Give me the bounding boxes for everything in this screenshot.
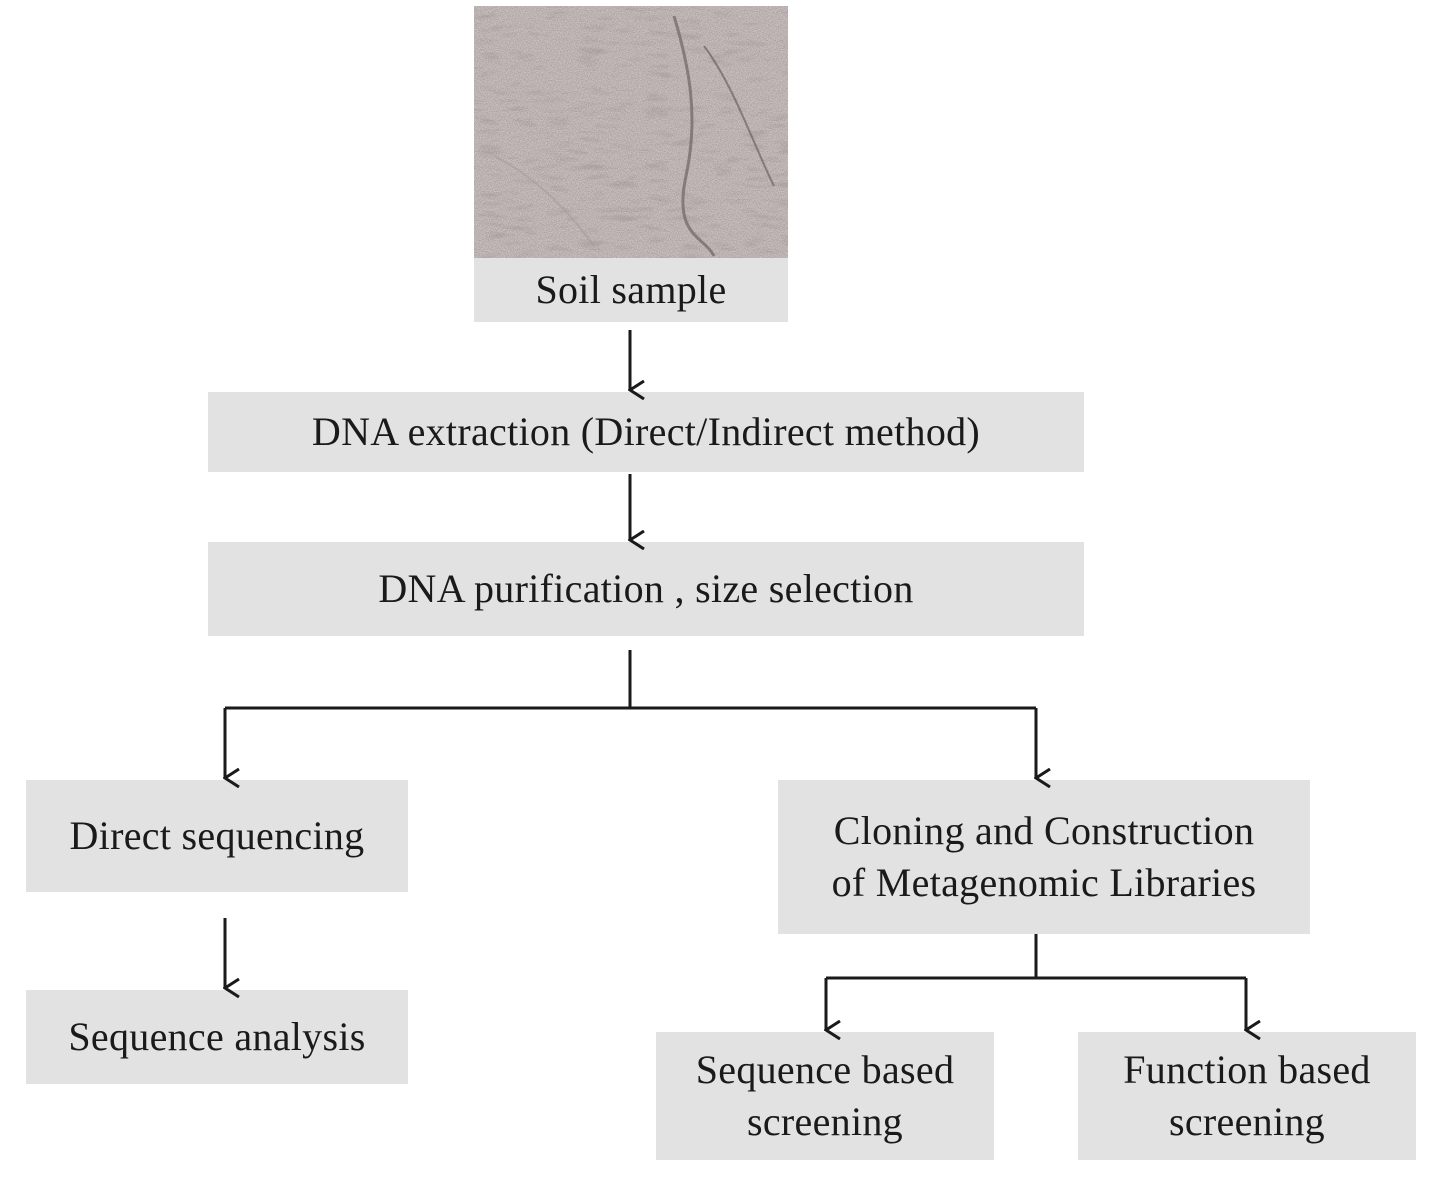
cloning-label-line2: of Metagenomic Libraries (831, 860, 1257, 905)
function-screening-label-line2: screening (1169, 1099, 1325, 1144)
function-screening-label-line1: Function based (1123, 1047, 1371, 1092)
direct-sequencing-box: Direct sequencing (26, 780, 408, 892)
dna-extraction-label: DNA extraction (Direct/Indirect method) (311, 409, 981, 454)
sequence-screening-label-line2: screening (747, 1099, 903, 1144)
cloning-label-line1: Cloning and Construction (833, 808, 1255, 853)
dna-extraction-box: DNA extraction (Direct/Indirect method) (208, 392, 1084, 472)
sequence-analysis-box: Sequence analysis (26, 990, 408, 1084)
soil-sample-photo (474, 6, 788, 258)
sequence-screening-label-line1: Sequence based (695, 1047, 955, 1092)
direct-sequencing-label: Direct sequencing (69, 813, 365, 858)
sequence-analysis-label: Sequence analysis (68, 1014, 366, 1059)
sequence-screening-box: Sequence based screening (656, 1032, 994, 1160)
cloning-box: Cloning and Construction of Metagenomic … (778, 780, 1310, 934)
dna-purification-box: DNA purification , size selection (208, 542, 1084, 636)
dna-purification-label: DNA purification , size selection (378, 566, 914, 611)
soil-sample-label: Soil sample (535, 267, 727, 312)
soil-sample-label-box: Soil sample (474, 258, 788, 322)
function-screening-box: Function based screening (1078, 1032, 1416, 1160)
